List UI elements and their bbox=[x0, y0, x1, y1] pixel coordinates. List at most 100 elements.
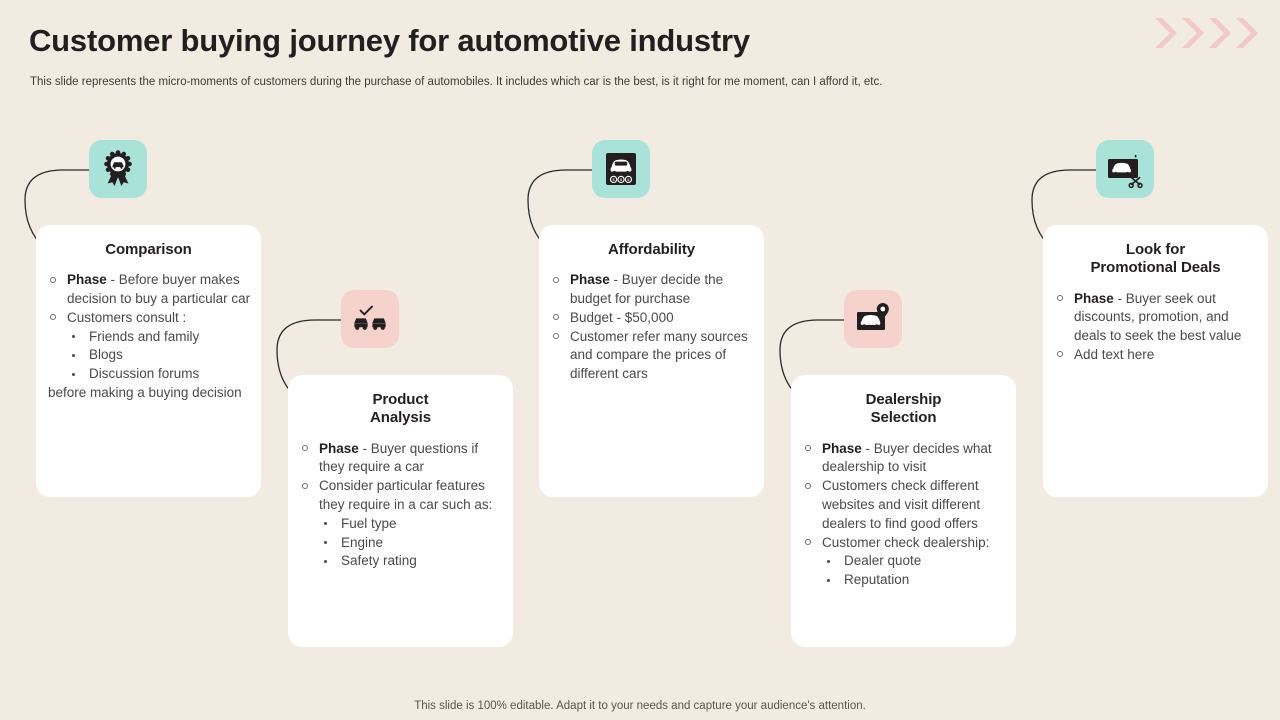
card-title: Affordability bbox=[539, 225, 764, 259]
car-location-pin-icon bbox=[857, 303, 889, 330]
bullet-list: Phase - Buyer decide the budget for purc… bbox=[551, 271, 756, 384]
chevron-right-icon bbox=[1155, 18, 1177, 48]
card-body: Phase - Before buyer makes decision to b… bbox=[36, 259, 261, 417]
node-icon-tile[interactable] bbox=[89, 140, 147, 198]
sub-bullet-item: Discussion forums bbox=[67, 365, 253, 384]
footer-note: This slide is 100% editable. Adapt it to… bbox=[414, 700, 866, 712]
hollow-bullet-icon bbox=[1057, 351, 1063, 358]
card-body: Phase - Buyer questions if they require … bbox=[288, 428, 513, 586]
svg-text:$: $ bbox=[620, 177, 623, 182]
car-coins-icon: $ $ $ bbox=[606, 153, 636, 185]
bullet-item: Phase - Buyer seek out discounts, promot… bbox=[1055, 290, 1260, 346]
award-ribbon-car-icon bbox=[104, 150, 132, 186]
bullet-list: Phase - Buyer questions if they require … bbox=[300, 440, 505, 572]
bullet-list: Phase - Buyer decides what dealership to… bbox=[803, 440, 1008, 590]
card-title-line: Dealership bbox=[865, 391, 942, 408]
hollow-bullet-icon bbox=[553, 276, 559, 283]
bullet-item: Budget - $50,000 bbox=[551, 309, 756, 328]
hollow-bullet-icon bbox=[805, 445, 811, 452]
chevron-right-icon bbox=[1209, 18, 1231, 48]
bullet-emphasis: Phase bbox=[570, 272, 610, 288]
bullet-item: Phase - Buyer decides what dealership to… bbox=[803, 440, 1008, 478]
bullet-list: Phase - Buyer seek out discounts, promot… bbox=[1055, 290, 1260, 365]
page-subtitle: This slide represents the micro-moments … bbox=[30, 76, 883, 88]
node-icon-tile[interactable] bbox=[341, 290, 399, 348]
bullet-tail-text: before making a buying decision bbox=[48, 385, 242, 401]
card-title-line: Promotional Deals bbox=[1090, 259, 1221, 277]
node-icon-tile[interactable]: $ $ $ bbox=[592, 140, 650, 198]
dot-bullet-icon bbox=[827, 559, 831, 564]
svg-text:$: $ bbox=[612, 177, 615, 182]
sub-bullet-item: Friends and family bbox=[67, 328, 253, 347]
bullet-item: Phase - Buyer questions if they require … bbox=[300, 440, 505, 478]
dot-bullet-icon bbox=[827, 578, 831, 582]
card-title-line: Selection bbox=[870, 409, 937, 427]
dot-bullet-icon bbox=[72, 335, 76, 339]
card-title-line: Look for bbox=[1125, 241, 1186, 258]
hollow-bullet-icon bbox=[553, 314, 559, 321]
card-body: Phase - Buyer decide the budget for purc… bbox=[539, 259, 764, 398]
sub-bullet-item: Safety rating bbox=[319, 552, 505, 571]
card-body: Phase - Buyer decides what dealership to… bbox=[791, 428, 1016, 604]
bullet-emphasis: Phase bbox=[1074, 290, 1114, 306]
chevron-right-icon bbox=[1236, 18, 1258, 48]
bullet-item: Add text here bbox=[1055, 346, 1260, 365]
hollow-bullet-icon bbox=[805, 539, 811, 546]
sub-bullet-item: Engine bbox=[319, 534, 505, 553]
card-title: Comparison bbox=[36, 225, 261, 259]
hollow-bullet-icon bbox=[805, 482, 811, 489]
bullet-item: Phase - Before buyer makes decision to b… bbox=[48, 271, 253, 309]
bullet-list: Phase - Before buyer makes decision to b… bbox=[48, 271, 253, 403]
card-body: Phase - Buyer seek out discounts, promot… bbox=[1043, 278, 1268, 379]
node-icon-tile[interactable] bbox=[1096, 140, 1154, 198]
hollow-bullet-icon bbox=[302, 445, 308, 452]
dot-bullet-icon bbox=[324, 522, 328, 526]
bullet-emphasis: Phase bbox=[67, 272, 107, 288]
chevron-decoration bbox=[1151, 16, 1258, 50]
chevron-right-icon bbox=[1182, 18, 1204, 48]
dot-bullet-icon bbox=[72, 353, 76, 358]
slide-header: Customer buying journey for automotive i… bbox=[0, 0, 1280, 110]
bullet-item: Consider particular features they requir… bbox=[300, 477, 505, 571]
bullet-item: Customer refer many sources and compare … bbox=[551, 328, 756, 384]
bullet-emphasis: Phase bbox=[822, 440, 862, 456]
sub-bullet-item: Dealer quote bbox=[822, 552, 1008, 571]
card-title-line: Affordability bbox=[607, 241, 696, 258]
sub-bullet-item: Blogs bbox=[67, 346, 253, 365]
bullet-item: Customers check different websites and v… bbox=[803, 477, 1008, 533]
node-icon-tile[interactable] bbox=[844, 290, 902, 348]
two-cars-check-icon bbox=[354, 305, 386, 330]
card-title-line: Analysis bbox=[370, 409, 431, 427]
hollow-bullet-icon bbox=[50, 276, 56, 283]
hollow-bullet-icon bbox=[1057, 295, 1063, 302]
svg-text:$: $ bbox=[627, 177, 630, 182]
dot-bullet-icon bbox=[324, 541, 328, 545]
dot-bullet-icon bbox=[72, 372, 76, 376]
bullet-emphasis: Phase bbox=[319, 440, 359, 456]
car-coupon-scissors-icon bbox=[1108, 155, 1143, 189]
page-title: Customer buying journey for automotive i… bbox=[29, 23, 750, 58]
card-title-line: Product bbox=[372, 391, 429, 408]
sub-bullet-item: Fuel type bbox=[319, 515, 505, 534]
card-title-line: Comparison bbox=[105, 241, 192, 258]
hollow-bullet-icon bbox=[553, 333, 559, 340]
sub-bullet-item: Reputation bbox=[822, 571, 1008, 590]
hollow-bullet-icon bbox=[302, 482, 308, 489]
dot-bullet-icon bbox=[324, 559, 328, 564]
hollow-bullet-icon bbox=[50, 314, 56, 321]
bullet-item: Phase - Buyer decide the budget for purc… bbox=[551, 271, 756, 309]
